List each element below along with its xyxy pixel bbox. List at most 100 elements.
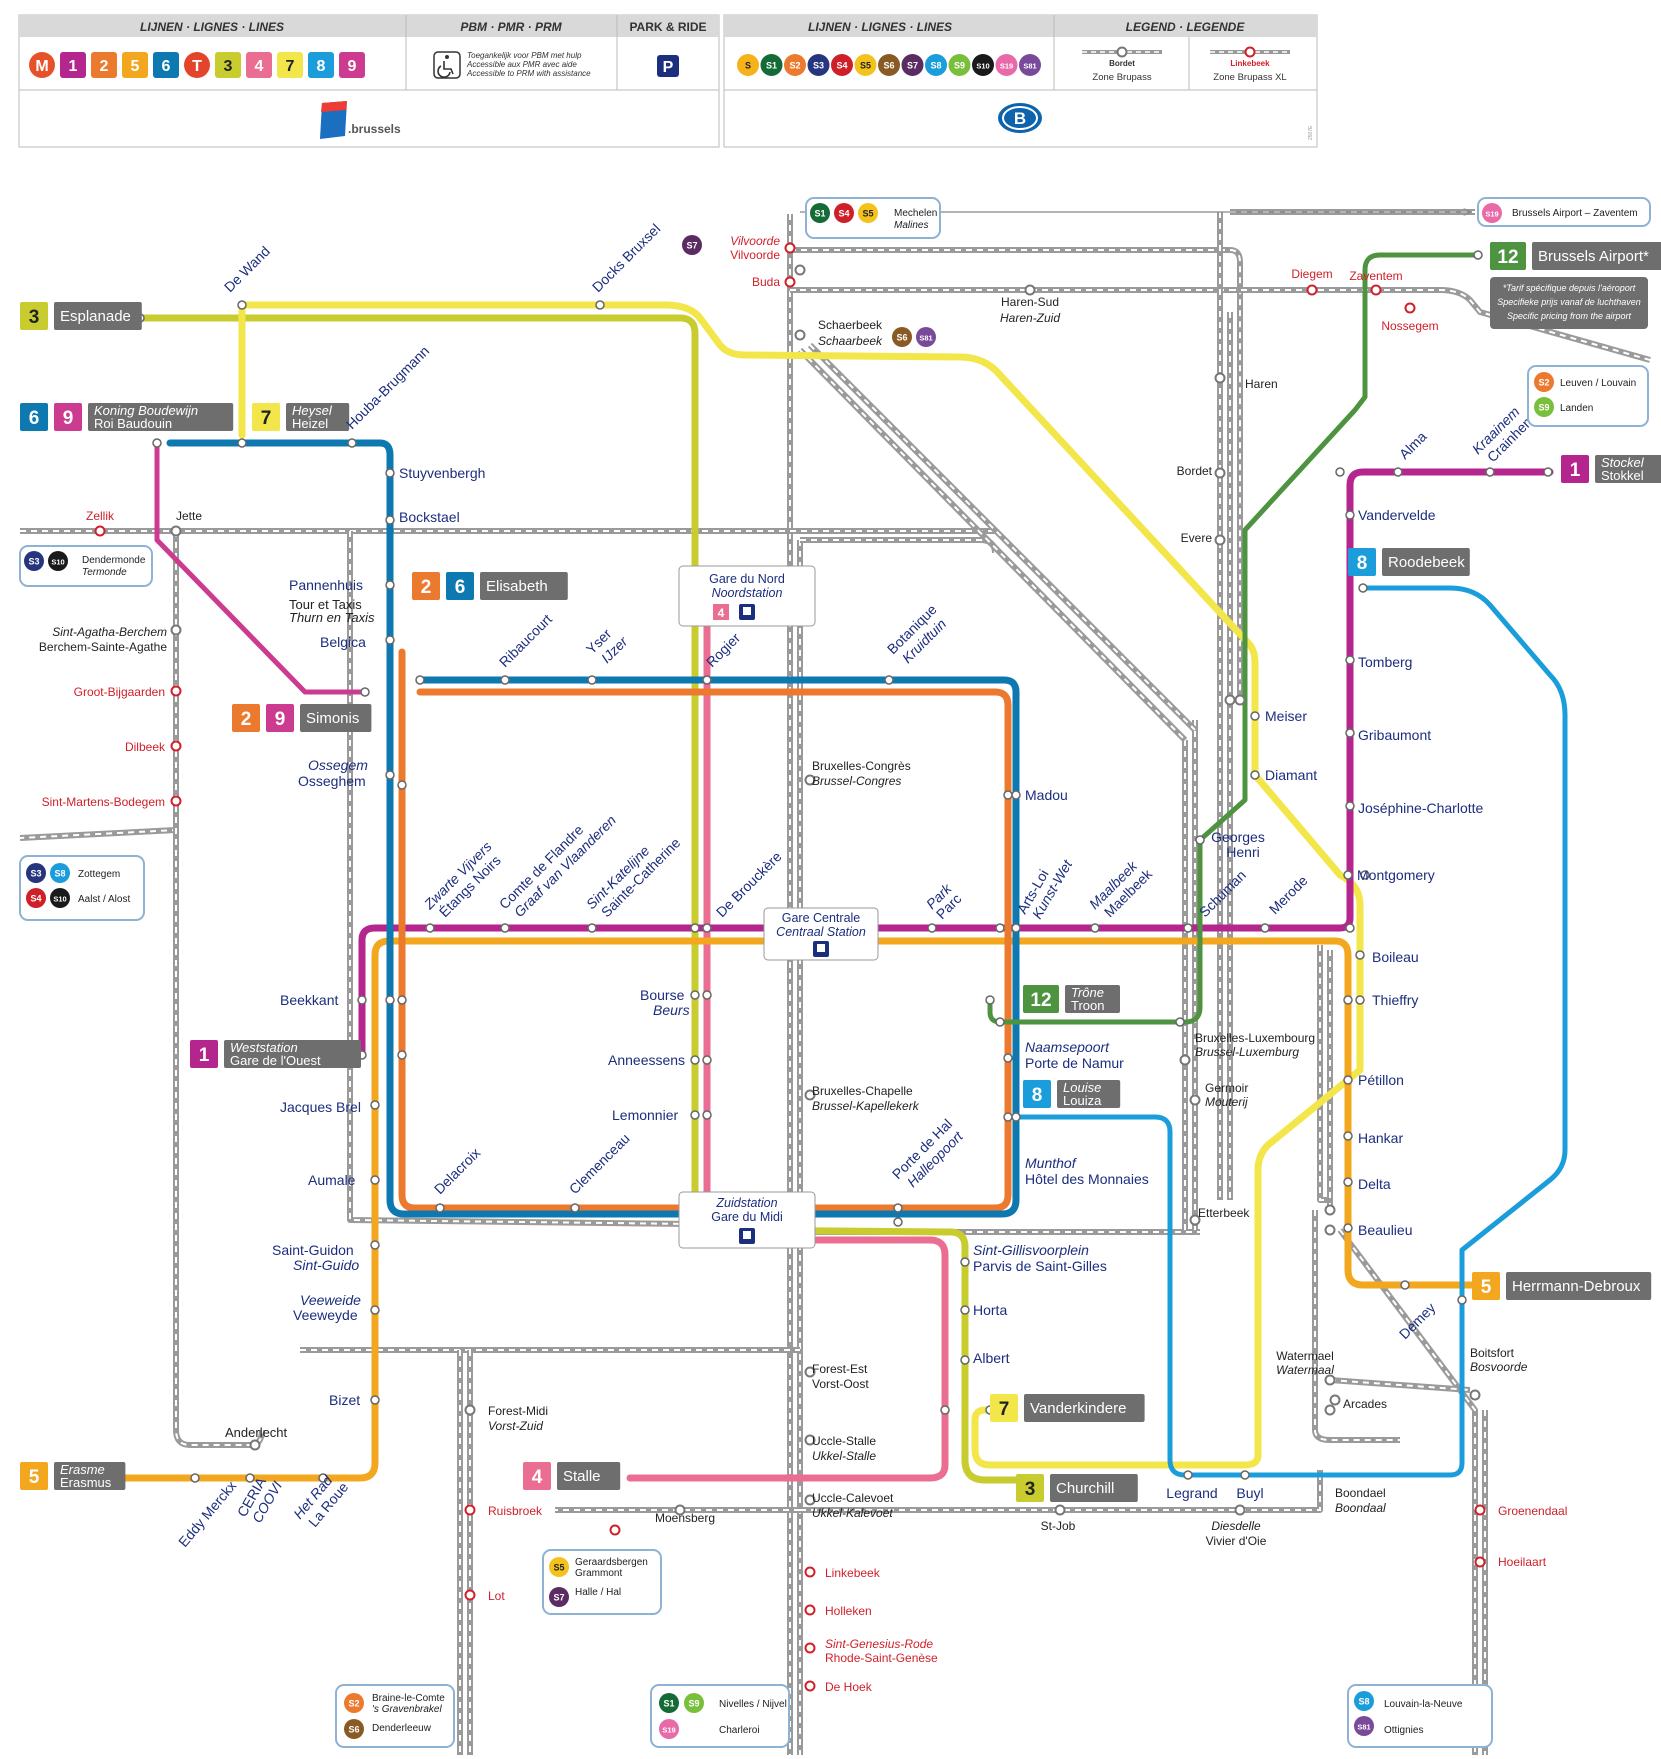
line-path	[987, 252, 1481, 1025]
station-label: Boondaal	[1335, 1501, 1386, 1515]
svg-text:Bordet: Bordet	[1109, 59, 1135, 68]
station-label: Docks Bruxsel	[589, 221, 664, 296]
stop-node	[927, 923, 937, 933]
rail-node	[794, 329, 806, 341]
pbm-text-1: Toegankelijk voor PBM met hulp	[467, 51, 582, 60]
rail-node	[1324, 1404, 1336, 1416]
info-badge-label: S6	[896, 333, 907, 343]
stop-node	[1011, 923, 1021, 933]
station-label: Vandervelde	[1358, 507, 1436, 523]
terminal-label-2: Erasmus	[60, 1475, 112, 1490]
info-badge-label: S19	[662, 1726, 675, 1735]
stop-node	[1355, 995, 1365, 1005]
stop-node	[1345, 923, 1355, 933]
rail-track-dash	[1314, 1210, 1400, 1441]
sncb-badge	[948, 54, 971, 76]
station-label: Forest-Est	[812, 1362, 868, 1376]
stop-node	[1400, 1280, 1410, 1290]
station-label: Beaulieu	[1358, 1222, 1413, 1238]
park-ride-icon: P	[657, 55, 679, 77]
info-badge	[810, 203, 830, 223]
stop-node	[385, 635, 395, 645]
info-badge	[24, 551, 44, 571]
stop-node	[237, 300, 247, 310]
terminal-number: 3	[29, 307, 40, 328]
sncb-badge-label: S4	[836, 61, 847, 71]
stop-node	[893, 1203, 903, 1213]
airport-pricing-note: *Tarif spécifique depuis l'aéroport Spec…	[1490, 277, 1648, 329]
rail-node-xl	[1404, 302, 1416, 314]
stib-badge-circle	[184, 52, 210, 78]
stop-node	[1250, 711, 1260, 721]
info-badge-label: S9	[688, 1699, 699, 1709]
stop-node	[960, 1355, 970, 1365]
sncb-badge	[995, 54, 1018, 76]
rail-track	[800, 537, 998, 554]
rail-node	[1324, 1204, 1336, 1216]
svg-text:B: B	[1014, 109, 1026, 128]
info-badge	[684, 1693, 704, 1713]
terminal-number: 2	[241, 709, 252, 730]
stib-badge-circle	[29, 52, 55, 78]
rail-node	[804, 1494, 816, 1506]
station-label: Bruxelles-Congrès	[812, 759, 911, 773]
station-label: Georges	[1211, 829, 1265, 845]
station-label: Boitsfort	[1470, 1346, 1515, 1360]
hub-gare-du-midi[interactable]: Zuidstation Gare du Midi	[678, 1191, 816, 1249]
station-label: Vorst-Zuid	[488, 1419, 543, 1433]
station-label: Etterbeek	[1198, 1206, 1250, 1220]
terminal-number: 8	[1357, 553, 1368, 574]
station-label: Evere	[1181, 531, 1213, 545]
terminal-label-box	[480, 572, 568, 600]
terminal-label: Herrmann-Debroux	[1512, 1278, 1641, 1295]
sncb-badge-label: S9	[954, 61, 965, 71]
stop-node	[385, 468, 395, 478]
stib-badge-label: 7	[286, 58, 295, 75]
hub-gare-du-nord[interactable]: Gare du Nord Noordstation 4	[678, 565, 816, 627]
info-badge	[344, 1693, 364, 1713]
info-text: Geraardsbergen	[575, 1557, 648, 1568]
station-label: Anneessens	[608, 1052, 685, 1068]
station-label: Bosvoorde	[1470, 1360, 1528, 1374]
brussels-brand: .brussels	[348, 122, 401, 136]
station-label: Henri	[1226, 844, 1259, 860]
station-label: Diegem	[1291, 267, 1332, 281]
station-label: Dilbeek	[125, 740, 166, 754]
stop-node	[1011, 790, 1021, 800]
stop-node	[1343, 1223, 1353, 1233]
stop-node	[884, 675, 894, 685]
sncb-badge-label: S6	[883, 61, 894, 71]
station-label: Hankar	[1358, 1130, 1403, 1146]
station-label: Rhode-Saint-Genèse	[825, 1651, 938, 1665]
info-badge	[549, 1557, 569, 1577]
stop-node	[893, 1217, 903, 1227]
stib-badge-square	[215, 52, 241, 78]
station-label: Joséphine-Charlotte	[1358, 800, 1484, 816]
stop-node	[415, 675, 425, 685]
stop-node	[357, 995, 367, 1005]
terminal-badge	[20, 302, 48, 330]
station-label: Vilvoorde	[730, 248, 780, 262]
terminal-label-box	[1065, 985, 1120, 1013]
stop-node	[1345, 655, 1355, 665]
terminal-label: Vanderkindere	[1030, 1400, 1126, 1417]
terminal-badge-2	[266, 704, 294, 732]
svg-text:Zuidstation: Zuidstation	[715, 1196, 777, 1210]
station-label: Delacroix	[431, 1145, 484, 1198]
station-label: Bockstael	[399, 509, 460, 525]
line-path	[398, 648, 1012, 1212]
sncb-badge	[784, 54, 806, 76]
stop-node	[1183, 923, 1193, 933]
info-badge	[1482, 203, 1502, 223]
station-label: Schaerbeek	[818, 318, 883, 332]
stop-node	[1175, 1017, 1185, 1027]
hub-gare-centrale[interactable]: Gare Centrale Centraal Station	[763, 907, 879, 961]
rail-node	[804, 1366, 816, 1378]
